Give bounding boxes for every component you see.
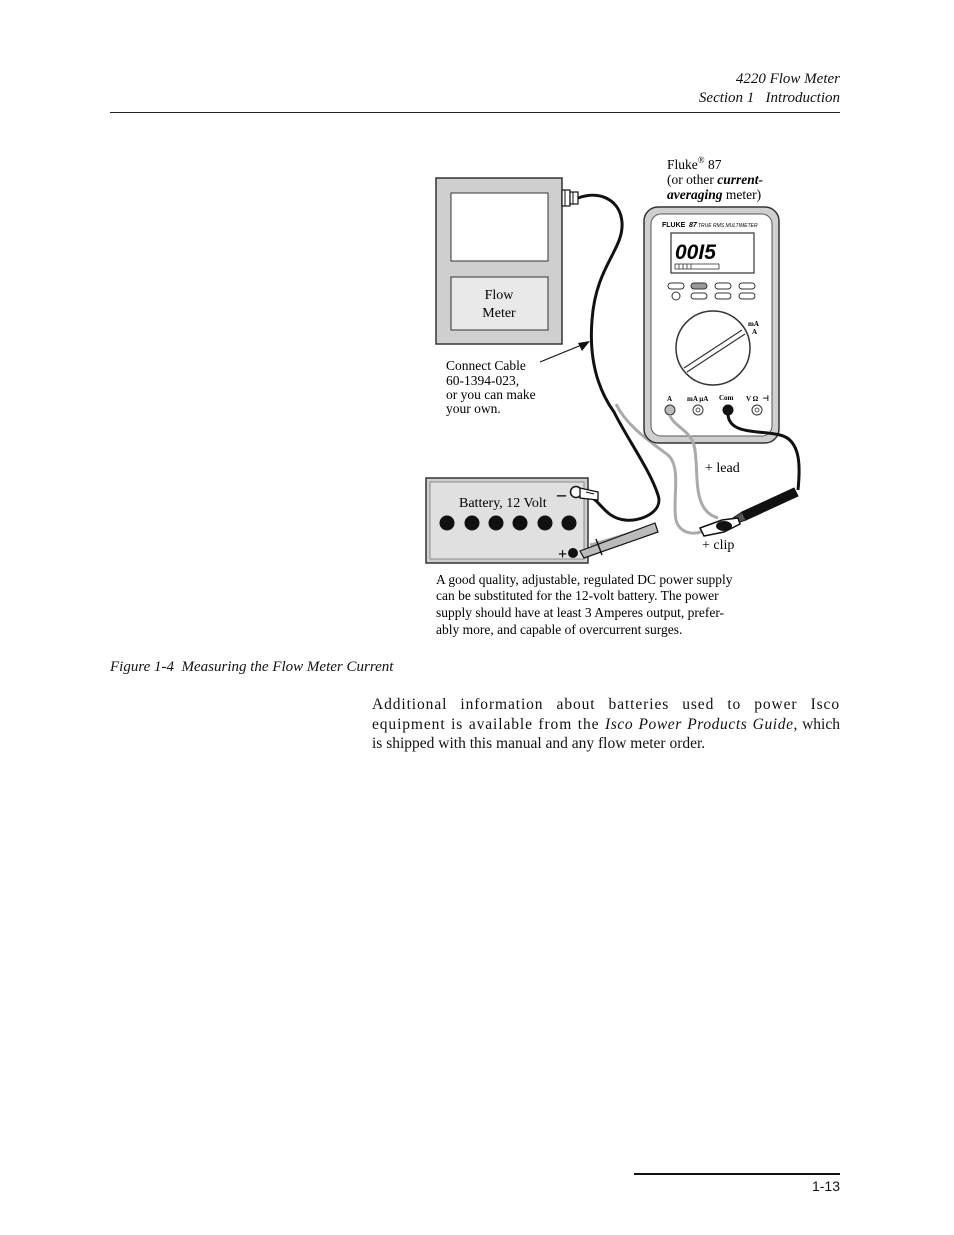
fluke-meter: FLUKE 87 TRUE RMS MULTIMETER 00I5 mA A A [643,206,780,444]
battery-minus: – [556,484,567,504]
plus-lead-probe [729,487,799,525]
cable-note-line-1: Connect Cable [446,358,526,373]
power-supply-note: A good quality, adjustable, regulated DC… [436,572,733,637]
power-note-line-2: can be substituted for the 12-volt batte… [436,588,719,603]
plus-lead-label: + lead [705,461,740,476]
svg-text:(or other current-: (or other current- [667,172,763,187]
dial-label-ma: mA [748,320,759,328]
meter-label-line2-bold: current- [717,172,763,187]
cable-note-line-2: 60-1394-023, [446,373,519,388]
power-note-line-3: supply should have at least 3 Amperes ou… [436,605,725,620]
figure-caption: Figure 1-4 Measuring the Flow Meter Curr… [110,659,394,675]
svg-text:averaging meter): averaging meter) [667,187,761,202]
header-section: Section 1 Introduction [698,90,840,106]
jack-label-a: A [667,395,672,403]
svg-text:Fluke® 87: Fluke® 87 [667,155,722,172]
flow-meter-label-1: Flow [485,288,515,303]
meter-face-sub: TRUE RMS MULTIMETER [698,223,758,229]
cable-note-arrow [539,343,585,363]
cable-note-line-4: your own. [446,401,501,416]
meter-label-registered: ® [698,155,705,165]
battery: Battery, 12 Volt – + [425,477,589,564]
black-test-lead [726,414,801,491]
cable-note-line-3: or you can make [446,387,536,402]
meter-label-line2-pre: (or other [667,172,717,187]
meter-label-line3-post: meter) [723,187,762,202]
body-text-part-1: Additional information about batteries u… [372,696,840,733]
battery-cells [439,515,577,531]
flow-meter-label-2: Meter [482,306,516,321]
battery-plus: + [558,546,567,563]
meter-buttons [667,282,756,301]
battery-plus-probe [579,522,659,559]
cable-note: Connect Cable 60-1394-023, or you can ma… [446,358,536,416]
grey-cable [614,403,714,535]
black-cable [577,193,661,522]
dial-label-a: A [752,328,757,336]
meter-display-reading: 00I5 [675,241,716,264]
flow-meter-current-diagram: Flow Meter FLUKE 87 TRUE RMS MULTIMETER … [425,155,801,637]
power-note-line-1: A good quality, adjustable, regulated DC… [436,572,733,587]
running-header: 4220 Flow Meter Section 1 Introduction [699,70,840,108]
flow-meter-unit: Flow Meter [435,177,579,345]
power-note-line-4: ably more, and capable of overcurrent su… [436,622,682,637]
plus-clip-label: + clip [702,538,734,553]
svg-text:⊣: ⊣ [762,394,769,403]
jack-label-com: Com [719,394,734,402]
meter-label-model: 87 [705,157,722,172]
body-guide-title: Isco Power Products Guide [604,715,794,733]
page-number: 1-13 [811,1178,840,1194]
meter-label-brand: Fluke [667,157,698,172]
body-paragraph: Additional information about batteries u… [372,695,840,754]
jack-label-v: V Ω [746,395,759,403]
header-title: 4220 Flow Meter [735,71,840,87]
meter-face-model: 87 [689,222,698,229]
meter-label: Fluke® 87 (or other current- averaging m… [667,155,763,202]
jack-label-ma: mA µA [687,395,708,403]
battery-label: Battery, 12 Volt [459,496,547,511]
grey-test-lead [668,414,719,520]
plus-clip [698,517,741,537]
meter-face-brand: FLUKE [662,222,686,229]
meter-label-line3-bold: averaging [667,187,723,202]
header-rule [110,112,840,113]
body-text-part-2: , which is shipped with this manual and … [372,715,840,753]
footer-rule [634,1173,840,1175]
